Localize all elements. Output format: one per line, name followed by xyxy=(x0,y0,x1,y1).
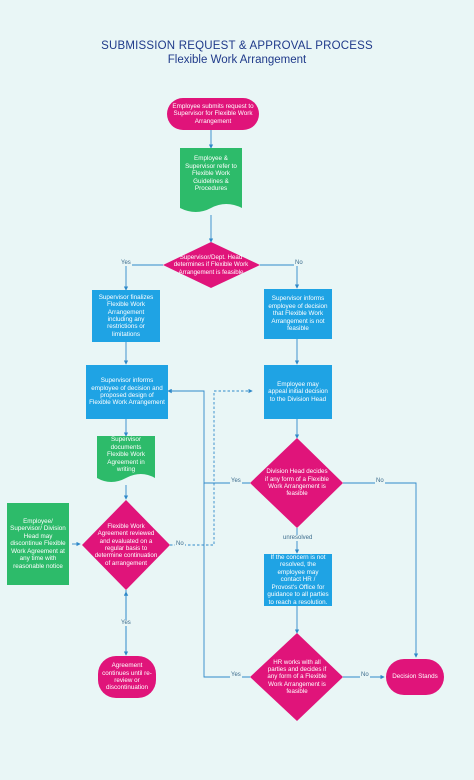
review-diamond xyxy=(82,500,170,590)
label-yes-determine: Yes xyxy=(120,260,132,266)
edge-hr-yes xyxy=(203,483,250,678)
label-yes-hr: Yes xyxy=(230,672,242,678)
edge-division-yes xyxy=(167,388,250,484)
start-node: Employee submits request to Supervisor f… xyxy=(167,98,259,130)
label-no-review: No xyxy=(175,541,185,547)
page-subtitle: Flexible Work Arrangement xyxy=(167,54,307,66)
edge-division-no xyxy=(343,482,419,658)
determine-diamond xyxy=(163,242,260,288)
informs-no-node: Supervisor informs employee of decision … xyxy=(264,289,332,339)
finalize-node: Supervisor finalizes Flexible Work Arran… xyxy=(92,290,160,342)
division-diamond xyxy=(250,438,343,528)
label-yes-review: Yes xyxy=(120,620,132,626)
label-no-hr: No xyxy=(360,672,370,678)
unresolved-node: If the concern is not resolved, the empl… xyxy=(264,554,332,606)
page-title: SUBMISSION REQUEST & APPROVAL PROCESS xyxy=(101,40,373,52)
label-no-division: No xyxy=(375,478,385,484)
discontinue-note: Employee/ Supervisor/ Division Head may … xyxy=(7,503,69,585)
edge-determine-yes xyxy=(123,264,163,291)
continues-node: Agreement continues until re-review or d… xyxy=(98,656,156,698)
label-no-determine: No xyxy=(294,260,304,266)
label-unresolved: unresolved xyxy=(282,535,314,541)
determine-node: Supervisor/Dept. Head determines if Flex… xyxy=(173,254,249,276)
appeal-node: Employee may appeal initial decision to … xyxy=(264,365,332,419)
division-node: Division Head decides if any form of a F… xyxy=(265,468,329,498)
documents-shape xyxy=(97,436,155,482)
refer-shape xyxy=(180,148,242,212)
review-node: Flexible Work Agreement reviewed and eva… xyxy=(94,523,158,567)
hr-node: HR works with all parties and decides if… xyxy=(267,658,327,695)
decision-stands-node: Decision Stands xyxy=(386,659,444,695)
refer-node: Employee & Supervisor refer to Flexible … xyxy=(185,155,237,193)
label-yes-division: Yes xyxy=(230,478,242,484)
edge-review-no xyxy=(170,388,253,546)
hr-diamond xyxy=(250,633,343,721)
documents-node: Supervisor documents Flexible Work Agree… xyxy=(106,436,146,474)
informs-yes-node: Supervisor informs employee of decision … xyxy=(86,365,168,419)
edge-determine-no xyxy=(260,264,300,289)
